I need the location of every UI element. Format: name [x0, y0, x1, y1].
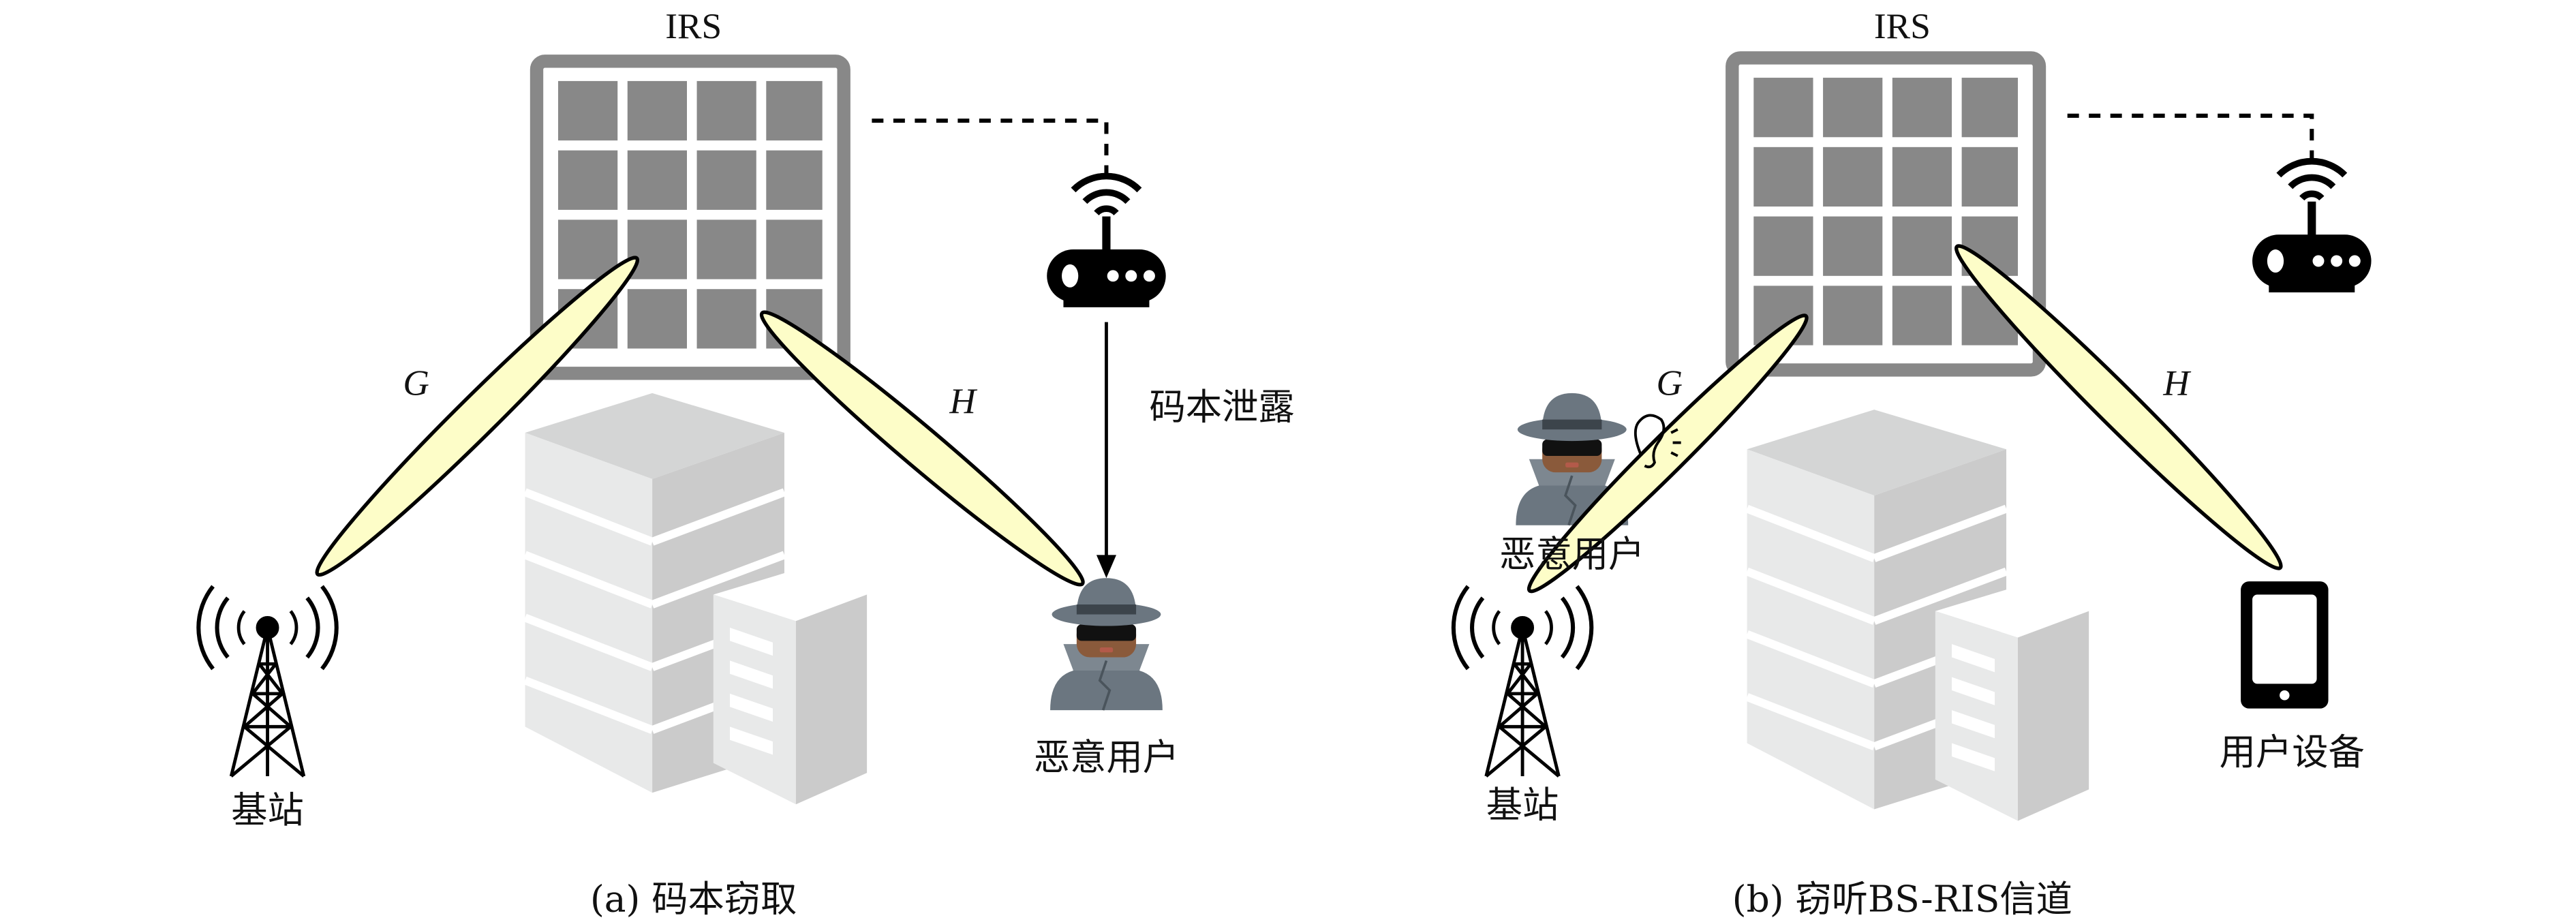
beam-h	[759, 310, 1085, 587]
malicious-user-label: 恶意用户	[1034, 736, 1179, 778]
control-link-dashed	[872, 119, 1109, 182]
router-icon	[1047, 176, 1165, 307]
caption-b: (b) 窃听BS-RIS信道	[1732, 878, 2072, 920]
control-link-dashed	[2067, 113, 2314, 166]
spy-icon	[1049, 577, 1164, 711]
channel-h-label: H	[949, 381, 977, 421]
irs-label: IRS	[665, 6, 722, 46]
panel-a: IRS 码本泄露 G H 基站 恶意用户 (a) 码本窃取	[198, 6, 1295, 920]
irs-panel-icon	[1732, 58, 2040, 370]
channel-g-label: G	[1656, 363, 1683, 403]
caption-a: (a) 码本窃取	[590, 878, 797, 920]
beam-h	[1954, 244, 2283, 570]
base-station-tower-icon	[1454, 586, 1591, 776]
channel-h-label: H	[2162, 363, 2191, 403]
ear-icon	[1634, 414, 1681, 469]
building-icon	[1747, 410, 2089, 821]
arrow-head-icon	[1096, 555, 1116, 579]
beam-g	[315, 256, 640, 577]
router-icon	[2252, 162, 2371, 292]
leak-label: 码本泄露	[1149, 386, 1294, 429]
building-icon	[525, 393, 868, 804]
base-station-label: 基站	[231, 789, 304, 831]
channel-g-label: G	[403, 363, 429, 403]
base-station-tower-icon	[198, 586, 336, 776]
base-station-label: 基站	[1486, 784, 1559, 827]
malicious-user-label: 恶意用户	[1499, 533, 1644, 575]
irs-label: IRS	[1874, 6, 1931, 46]
user-device-label: 用户设备	[2220, 731, 2365, 773]
panel-b: IRS G H 恶意用户 基站 用户设备 (b) 窃听BS-RIS信道	[1454, 6, 2372, 920]
beam-g	[1527, 313, 1809, 594]
smartphone-icon	[2241, 581, 2329, 709]
